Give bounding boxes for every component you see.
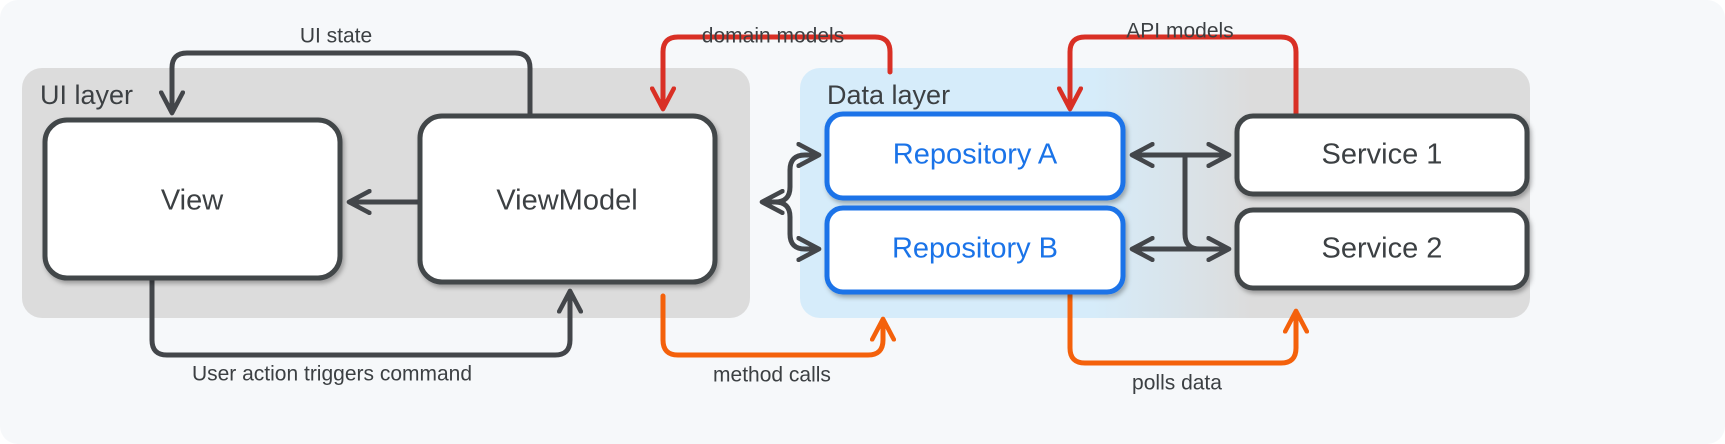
edge-label-ui-state: UI state [300, 25, 372, 48]
edge-label-polls-data: polls data [1132, 372, 1222, 395]
node-service-2-box [1234, 207, 1530, 291]
node-view-label: View [161, 185, 224, 217]
edge-ui-state [172, 50, 533, 139]
node-viewmodel[interactable]: ViewModel [417, 113, 718, 285]
edge-label-user-action: User action triggers command [192, 363, 472, 386]
node-repository-b-box [824, 205, 1126, 295]
node-viewmodel-label: ViewModel [496, 185, 637, 217]
node-repository-a-box [824, 111, 1126, 201]
node-service-1[interactable]: Service 1 [1234, 113, 1530, 197]
edge-user-action [149, 275, 570, 358]
node-repository-a-label: Repository A [893, 139, 1058, 171]
node-repository-b-label: Repository B [892, 233, 1058, 265]
node-view-box [42, 117, 343, 281]
data-layer-label: Data layer [827, 80, 950, 110]
node-viewmodel-box [417, 113, 718, 285]
edge-api-models [1070, 34, 1299, 121]
edge-label-domain-models: domain models [702, 25, 844, 48]
edge-method-calls [660, 293, 883, 358]
node-repository-b[interactable]: Repository B [824, 205, 1126, 295]
edge-label-api-models: API models [1126, 20, 1233, 43]
node-service-1-label: Service 1 [1322, 139, 1443, 171]
edge-viewmodel-repository-b [772, 199, 818, 249]
edge-service-1-service-2-branch [1182, 152, 1218, 252]
node-view[interactable]: View [42, 117, 343, 281]
edge-polls-data [1067, 289, 1296, 366]
node-service-2[interactable]: Service 2 [1234, 207, 1530, 291]
node-service-2-label: Service 2 [1322, 233, 1443, 265]
ui-layer-label: UI layer [40, 80, 133, 110]
edge-label-method-calls: method calls [713, 364, 831, 387]
edge-viewmodel-repository-a [772, 155, 818, 205]
node-service-1-box [1234, 113, 1530, 197]
edge-domain-models [663, 34, 893, 108]
node-repository-a[interactable]: Repository A [824, 111, 1126, 201]
